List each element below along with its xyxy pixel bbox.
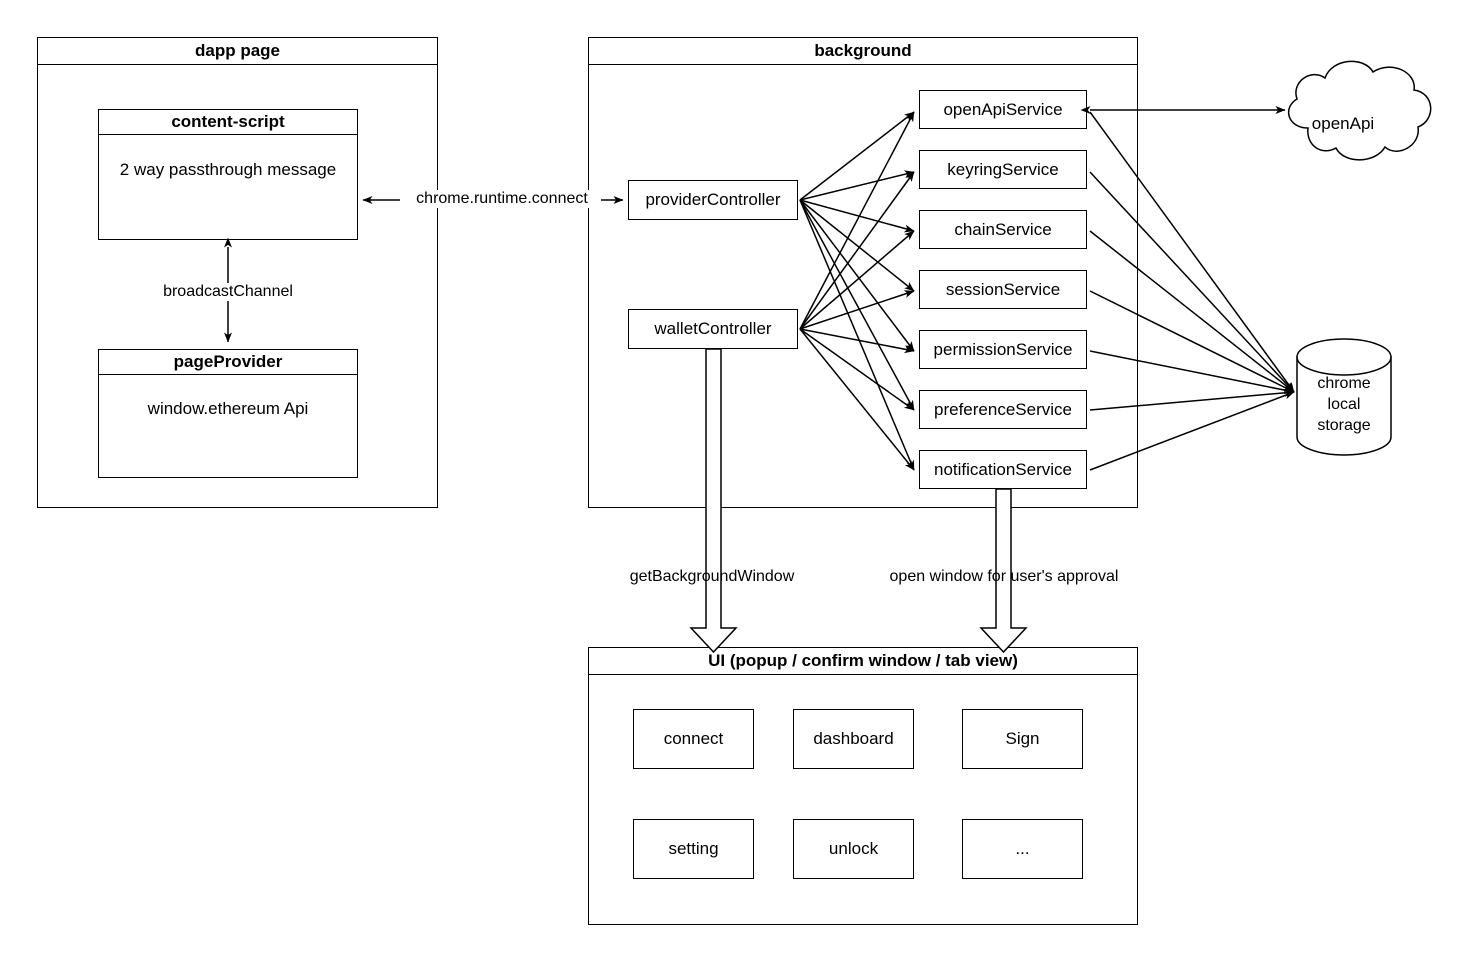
content-script-body: 2 way passthrough message (119, 160, 337, 179)
ui-screen-sign[interactable]: Sign (962, 709, 1083, 769)
session-service-node[interactable]: sessionService (919, 270, 1087, 309)
background-title: background (589, 38, 1137, 65)
ui-screen-more[interactable]: ... (962, 819, 1083, 879)
ui-screen-unlock[interactable]: unlock (793, 819, 914, 879)
chrome-local-storage-label: chrome local storage (1317, 375, 1371, 434)
page-provider-box[interactable]: pageProvider window.ethereum Api (98, 349, 358, 478)
ui-screen-dashboard[interactable]: dashboard (793, 709, 914, 769)
notification-service-node[interactable]: notificationService (919, 450, 1087, 489)
ui-screen-connect[interactable]: connect (633, 709, 754, 769)
chain-service-node[interactable]: chainService (919, 210, 1087, 249)
ui-panel-title: UI (popup / confirm window / tab view) (589, 648, 1137, 675)
page-provider-body: window.ethereum Api (147, 399, 309, 418)
permission-service-node[interactable]: permissionService (919, 330, 1087, 369)
dapp-page-title: dapp page (38, 38, 437, 65)
broadcast-channel-label: broadcastChannel (150, 283, 306, 301)
open-api-cloud (1287, 60, 1432, 161)
page-provider-header: pageProvider (99, 350, 357, 375)
provider-controller-node[interactable]: providerController (628, 180, 798, 220)
ui-screen-setting[interactable]: setting (633, 819, 754, 879)
open-api-service-node[interactable]: openApiService (919, 90, 1087, 129)
preference-service-node[interactable]: preferenceService (919, 390, 1087, 429)
content-script-box[interactable]: content-script 2 way passthrough message (98, 109, 358, 240)
content-script-header: content-script (99, 110, 357, 135)
wallet-controller-node[interactable]: walletController (628, 309, 798, 349)
open-api-cloud-label: openApi (1311, 114, 1375, 133)
ui-panel: UI (popup / confirm window / tab view) (588, 647, 1138, 925)
open-window-approval-label: open window for user's approval (889, 568, 1119, 585)
runtime-connect-label: chrome.runtime.connect (404, 190, 600, 208)
keyring-service-node[interactable]: keyringService (919, 150, 1087, 189)
get-background-window-label: getBackgroundWindow (629, 568, 795, 585)
